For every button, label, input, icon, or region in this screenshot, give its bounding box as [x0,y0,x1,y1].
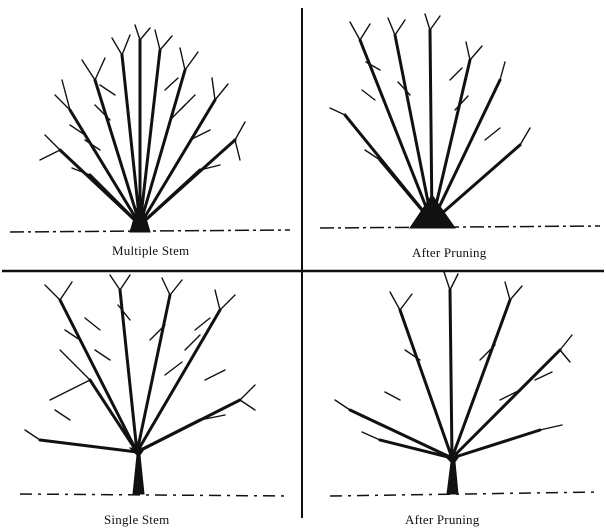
after-pruning-caption: After Pruning [412,245,487,260]
pruned-multiple-stem-shrub [329,13,531,229]
ground-line [319,225,601,229]
multiple-stem-shrub [39,24,246,233]
ground-line [329,491,601,497]
multiple-stem-caption: Multiple Stem [112,243,190,258]
single-stem-tree [24,274,256,495]
pruned-single-stem-tree [334,271,573,495]
single-stem-caption: Single Stem [104,512,170,527]
after-pruning-caption: After Pruning [405,512,480,527]
ground-line [9,229,291,233]
ground-line [19,493,291,497]
